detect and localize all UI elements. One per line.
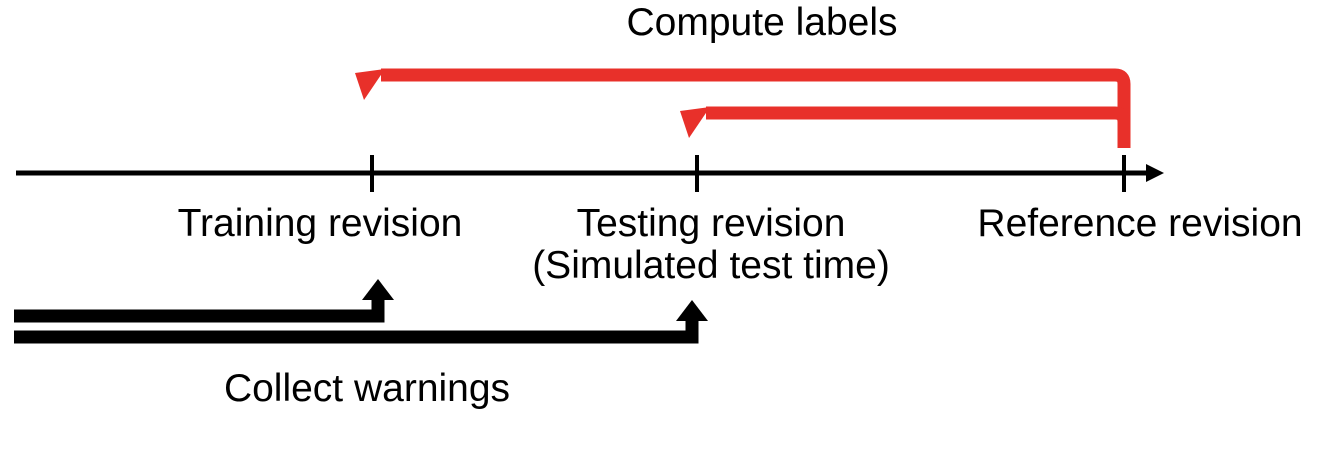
testing-revision-label: Testing revision (Simulated test time) [532, 202, 890, 288]
compute-labels-caption: Compute labels [626, 1, 898, 44]
collect-warnings-arrow-testing [14, 300, 708, 344]
compute-labels-arrow-training [355, 68, 1131, 148]
testing-revision-label-line2: (Simulated test time) [532, 244, 890, 288]
timeline-axis [16, 164, 1164, 182]
collect-warnings-arrow-testing-head-icon [676, 300, 708, 321]
collect-warnings-caption: Collect warnings [223, 367, 511, 410]
reference-revision-label: Reference revision [977, 202, 1303, 245]
collect-warnings-arrow-training [14, 279, 394, 323]
collect-warnings-arrow-training-path [14, 290, 385, 323]
testing-revision-label-line1: Testing revision [576, 202, 846, 245]
training-revision-label: Training revision [177, 202, 463, 245]
compute-labels-arrow-training-path [381, 68, 1131, 148]
compute-labels-arrow-testing-path [706, 106, 1131, 148]
compute-labels-arrow-testing-head-icon [680, 107, 710, 138]
axis-arrowhead-icon [1146, 164, 1164, 182]
compute-labels-arrow-testing [680, 106, 1131, 148]
axis-ticks [370, 155, 1126, 192]
compute-labels-arrow-training-head-icon [355, 69, 385, 100]
collect-warnings-arrow-training-head-icon [362, 279, 394, 300]
